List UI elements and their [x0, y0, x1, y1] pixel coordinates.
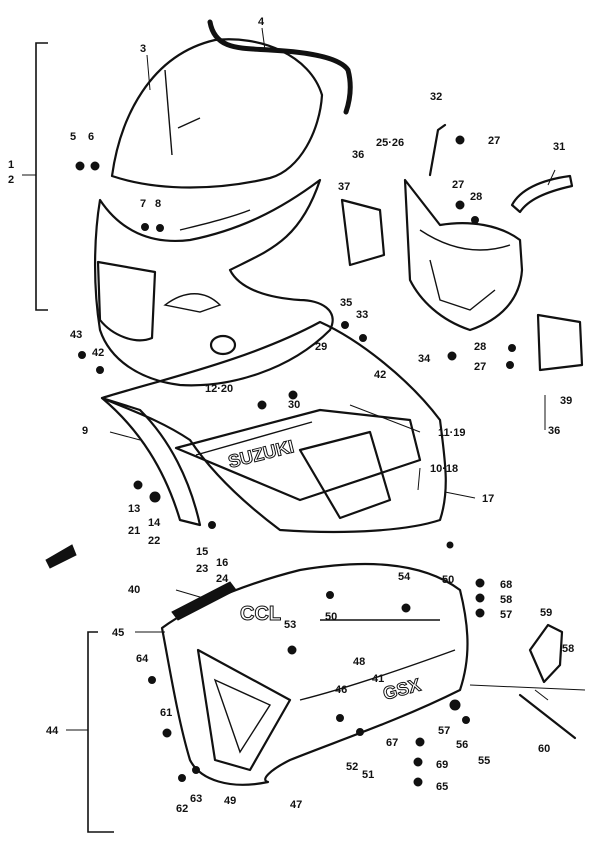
label-58-b: 58 — [562, 643, 574, 655]
label-69: 69 — [436, 759, 448, 771]
label-10-18: 10·18 — [430, 463, 458, 475]
label-4: 4 — [258, 16, 265, 28]
label-31: 31 — [553, 141, 565, 153]
label-49: 49 — [224, 795, 236, 807]
label-63: 63 — [190, 793, 202, 805]
label-54: 54 — [398, 571, 411, 583]
label-27-a: 27 — [488, 135, 500, 147]
label-47: 47 — [290, 799, 302, 811]
label-57-a: 57 — [500, 609, 512, 621]
label-6: 6 — [88, 131, 94, 143]
label-64: 64 — [136, 653, 149, 665]
label-52: 52 — [346, 761, 358, 773]
label-13: 13 — [128, 503, 140, 515]
fairing-stay-bracket — [403, 123, 524, 332]
label-53: 53 — [284, 619, 296, 631]
bracket-upper-assembly — [35, 42, 48, 311]
label-27-b: 27 — [452, 179, 464, 191]
lower-cowling: GSX CCL — [160, 562, 469, 786]
label-16: 16 — [216, 557, 228, 569]
label-30: 30 — [288, 399, 300, 411]
label-48: 48 — [353, 656, 365, 668]
label-37: 37 — [338, 181, 350, 193]
label-35: 35 — [340, 297, 352, 309]
label-36-b: 36 — [548, 425, 560, 437]
label-41: 41 — [372, 673, 384, 685]
label-14: 14 — [148, 517, 161, 529]
label-24: 24 — [216, 573, 229, 585]
label-8: 8 — [155, 198, 161, 210]
bracket-59 — [528, 623, 564, 684]
label-58-a: 58 — [500, 594, 512, 606]
label-25-26: 25·26 — [376, 137, 404, 149]
label-36-a: 36 — [352, 149, 364, 161]
label-9: 9 — [82, 425, 88, 437]
leader-lines — [109, 27, 586, 701]
label-50-b: 50 — [325, 611, 337, 623]
label-27-c: 27 — [474, 361, 486, 373]
label-11-19: 11·19 — [438, 427, 466, 439]
windscreen — [110, 38, 324, 189]
label-56: 56 — [456, 739, 468, 751]
label-28-a: 28 — [470, 191, 482, 203]
label-17: 17 — [482, 493, 494, 505]
label-33: 33 — [356, 309, 368, 321]
label-59: 59 — [540, 607, 552, 619]
label-32: 32 — [430, 91, 442, 103]
side-panel — [100, 396, 202, 527]
label-46: 46 — [335, 684, 347, 696]
label-57-b: 57 — [438, 725, 450, 737]
label-43: 43 — [70, 329, 82, 341]
label-67: 67 — [386, 737, 398, 749]
label-42-a: 42 — [92, 347, 104, 359]
label-45: 45 — [112, 627, 124, 639]
screen-edge-trim — [207, 19, 353, 115]
label-65: 65 — [436, 781, 448, 793]
label-15: 15 — [196, 546, 208, 558]
label-23: 23 — [196, 563, 208, 575]
label-61: 61 — [160, 707, 172, 719]
upper-cowling — [93, 178, 334, 387]
label-51: 51 — [362, 769, 374, 781]
label-22: 22 — [148, 535, 160, 547]
side-cowling-decal: CCL — [240, 603, 281, 625]
label-12-20: 12·20 — [205, 383, 233, 395]
label-1: 1 — [8, 159, 14, 171]
label-7: 7 — [140, 198, 146, 210]
inner-strip — [171, 581, 237, 621]
label-40: 40 — [128, 584, 140, 596]
small-trim-piece — [45, 544, 77, 569]
label-55: 55 — [478, 755, 490, 767]
lower-cowling-decal: GSX — [381, 675, 423, 704]
label-42-b: 42 — [374, 369, 386, 381]
label-21: 21 — [128, 525, 140, 537]
label-39: 39 — [560, 395, 572, 407]
long-bolt-60 — [518, 693, 577, 740]
mirror-bracket-31 — [510, 174, 574, 214]
label-5: 5 — [70, 131, 76, 143]
label-62: 62 — [176, 803, 188, 815]
stay-plate-37 — [340, 198, 386, 267]
label-3: 3 — [140, 43, 146, 55]
stay-plate-36 — [536, 313, 584, 372]
part-labels: 1 2 3 4 5 6 7 8 9 11·19 10·18 12·20 13 1… — [8, 16, 574, 815]
label-2: 2 — [8, 174, 14, 186]
label-29: 29 — [315, 341, 327, 353]
suzuki-decal: SUZUKI — [226, 436, 296, 472]
label-34: 34 — [418, 353, 431, 365]
bracket-lower-assembly — [87, 631, 114, 833]
label-60: 60 — [538, 743, 550, 755]
label-44: 44 — [46, 725, 59, 737]
label-68: 68 — [500, 579, 512, 591]
label-28-b: 28 — [474, 341, 486, 353]
label-50-a: 50 — [442, 574, 454, 586]
fasteners — [75, 135, 516, 787]
